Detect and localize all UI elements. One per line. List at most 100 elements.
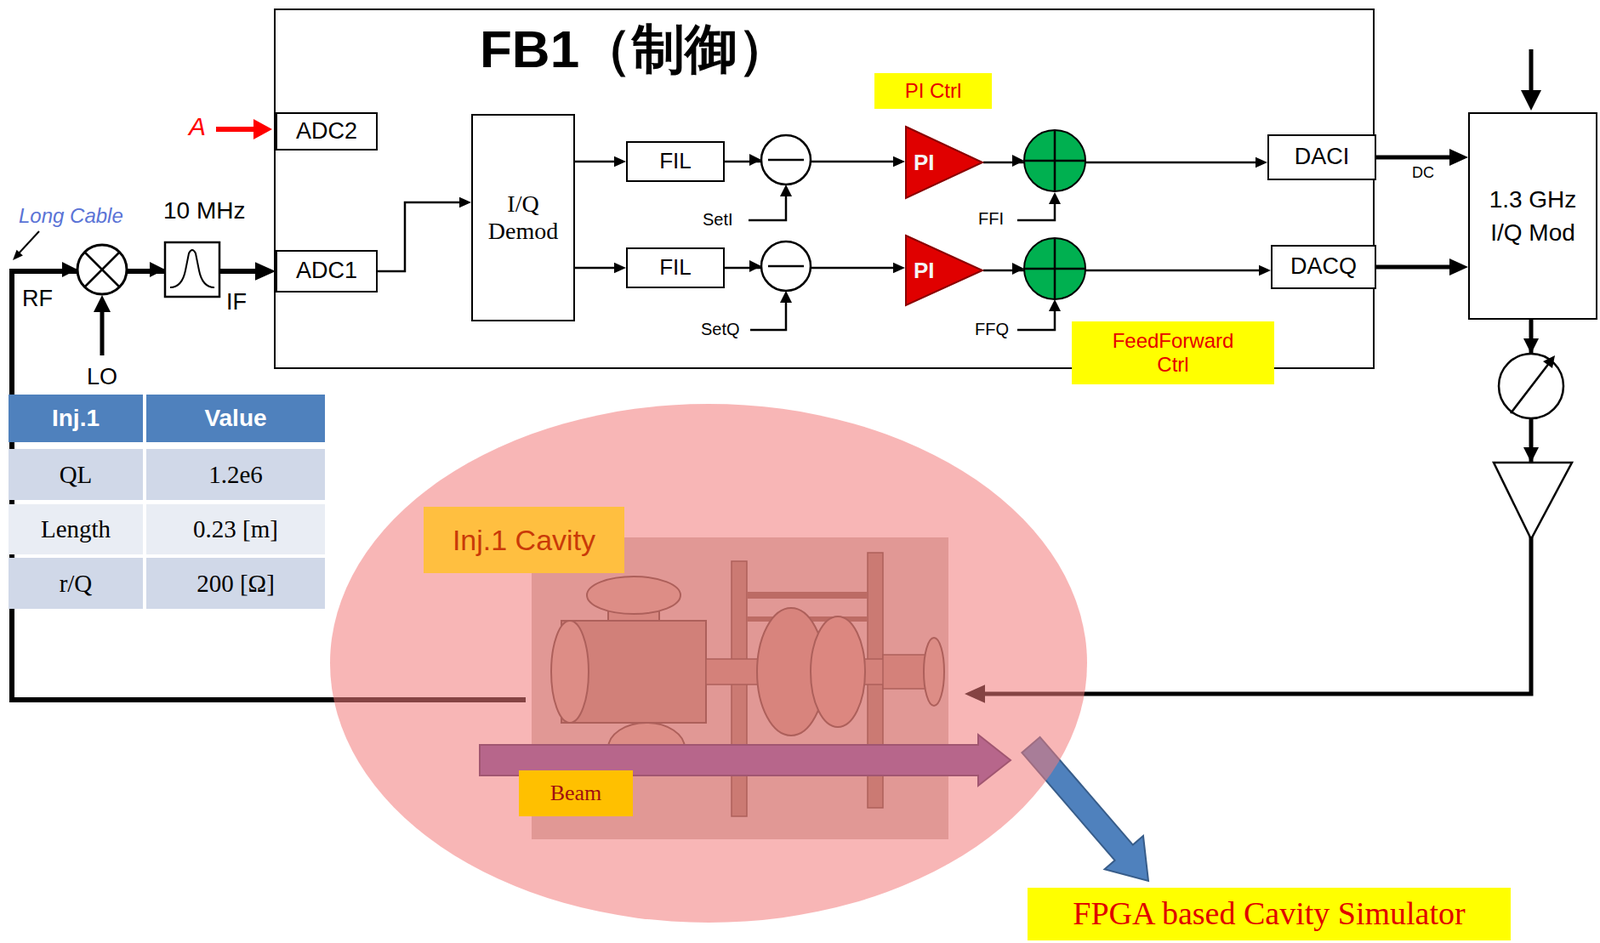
- connector-line: [575, 160, 620, 164]
- adc-box: ADC1: [275, 250, 378, 293]
- connector: [575, 156, 627, 168]
- beam-tag: Beam: [518, 770, 633, 817]
- simulator-tag: FPGA based Cavity Simulator: [1027, 888, 1511, 941]
- phase-shifter-arrow: [1510, 362, 1550, 414]
- table-text: Value: [204, 404, 267, 433]
- setpoint-wire: [750, 301, 786, 331]
- node-label: FIL: [659, 255, 692, 281]
- connector-line: [575, 267, 620, 270]
- adder-symbol: [1024, 238, 1086, 300]
- table-text: 200 [Ω]: [196, 569, 275, 598]
- table-text: r/Q: [59, 569, 93, 598]
- table-cell: 0.23 [m]: [146, 504, 325, 555]
- signal-name: SetI: [702, 210, 734, 230]
- table-text: 0.23 [m]: [193, 515, 279, 544]
- minus-sign: [768, 265, 804, 268]
- arrow-head: [1449, 258, 1469, 276]
- arrow-head: [253, 119, 273, 140]
- lo-wire: [100, 309, 105, 356]
- dac-box: DACI: [1267, 134, 1377, 181]
- amplifier-symbol: [1493, 462, 1572, 540]
- arrow-head: [1048, 299, 1061, 312]
- leader-line: [18, 231, 40, 254]
- signal-name: FFI: [978, 209, 1004, 229]
- mixer-symbol: [77, 244, 127, 295]
- minus-sign: [768, 159, 804, 162]
- feedforward-wire: [1017, 310, 1055, 331]
- node-label: I/Q Demod: [476, 190, 570, 245]
- plus-sign: [1053, 238, 1057, 300]
- triangle-shape: [905, 235, 983, 306]
- arrow-head: [893, 262, 906, 274]
- input-arrow: [216, 126, 256, 132]
- filter-box: FIL: [626, 141, 725, 183]
- dac-box: DACQ: [1270, 244, 1377, 290]
- arrow-head: [1543, 355, 1555, 369]
- setpoint-wire: [748, 195, 786, 221]
- bandpass-curve: [170, 250, 215, 288]
- cavity-region: Inj.1 CavityBeam: [329, 403, 1088, 924]
- cavity-ellipse: [330, 404, 1088, 923]
- arrow-head: [255, 261, 276, 281]
- bandpass-filter-symbol: [165, 242, 220, 297]
- connector-line: [377, 202, 465, 272]
- arrow-head: [1449, 148, 1469, 166]
- subtractor-symbol: [761, 241, 811, 291]
- arrow-head: [149, 261, 166, 278]
- edge-label: DC: [1412, 164, 1435, 183]
- node-label: Beam: [550, 780, 603, 807]
- node-label: PI Ctrl: [905, 79, 963, 103]
- table-text: Length: [40, 515, 111, 544]
- node-label: ADC2: [296, 118, 358, 145]
- connector: [1376, 258, 1469, 276]
- mixer-cross: [85, 252, 120, 287]
- table-text: Inj.1: [51, 404, 100, 433]
- signal-name: FFQ: [974, 319, 1009, 340]
- frequency-label: 10 MHz: [163, 197, 245, 225]
- mixer-cross: [85, 252, 120, 287]
- arrow-head: [1048, 192, 1061, 205]
- arrow-head: [614, 156, 627, 168]
- table-cell: Inj.1: [8, 394, 143, 443]
- connector: [575, 262, 627, 274]
- arrow-head: [1012, 262, 1025, 275]
- arrow-head: [1258, 265, 1271, 277]
- node-label: FPGA based Cavity Simulator: [1072, 895, 1465, 934]
- arrow-head: [893, 156, 906, 168]
- arrow-head: [749, 153, 762, 166]
- adder-symbol: [1024, 130, 1086, 192]
- node-label: PI: [913, 234, 935, 307]
- signal-name: LO: [86, 364, 118, 391]
- node-label: DACQ: [1290, 253, 1357, 280]
- node-label: DACI: [1294, 143, 1350, 171]
- table-text: QL: [59, 461, 93, 490]
- connector: [377, 197, 472, 272]
- arrow-head: [780, 290, 792, 303]
- cable-note: Long Cable: [18, 204, 124, 228]
- arrow-head: [749, 260, 762, 273]
- pi-amplifier: PI: [905, 125, 984, 200]
- triangle-shape: [905, 126, 983, 199]
- feedforward-wire: [1017, 202, 1055, 221]
- block-title: FB1（制御）: [479, 13, 791, 86]
- node-label: ADC1: [296, 257, 358, 285]
- table-text: 1.2e6: [208, 461, 263, 490]
- arrow-head: [12, 250, 23, 261]
- callout-tag: FeedForward Ctrl: [1071, 321, 1275, 385]
- table-cell: 200 [Ω]: [146, 558, 325, 610]
- phase-shifter-symbol: [1498, 353, 1564, 419]
- modulator-box: 1.3 GHz I/Q Mod: [1468, 112, 1598, 320]
- arrow-head: [1523, 338, 1539, 354]
- adc-box: ADC2: [275, 112, 378, 151]
- reference-wire: [1529, 49, 1534, 94]
- node-label: 1.3 GHz I/Q Mod: [1486, 182, 1579, 250]
- arrow-head: [1523, 447, 1539, 463]
- ellipse-outline: [329, 403, 1088, 924]
- signal-name: A: [188, 112, 206, 143]
- table-cell: r/Q: [8, 558, 143, 610]
- connector-line: [1376, 265, 1458, 270]
- plus-sign: [1053, 130, 1057, 192]
- connector: [1376, 148, 1469, 166]
- arrow-head: [1012, 154, 1025, 167]
